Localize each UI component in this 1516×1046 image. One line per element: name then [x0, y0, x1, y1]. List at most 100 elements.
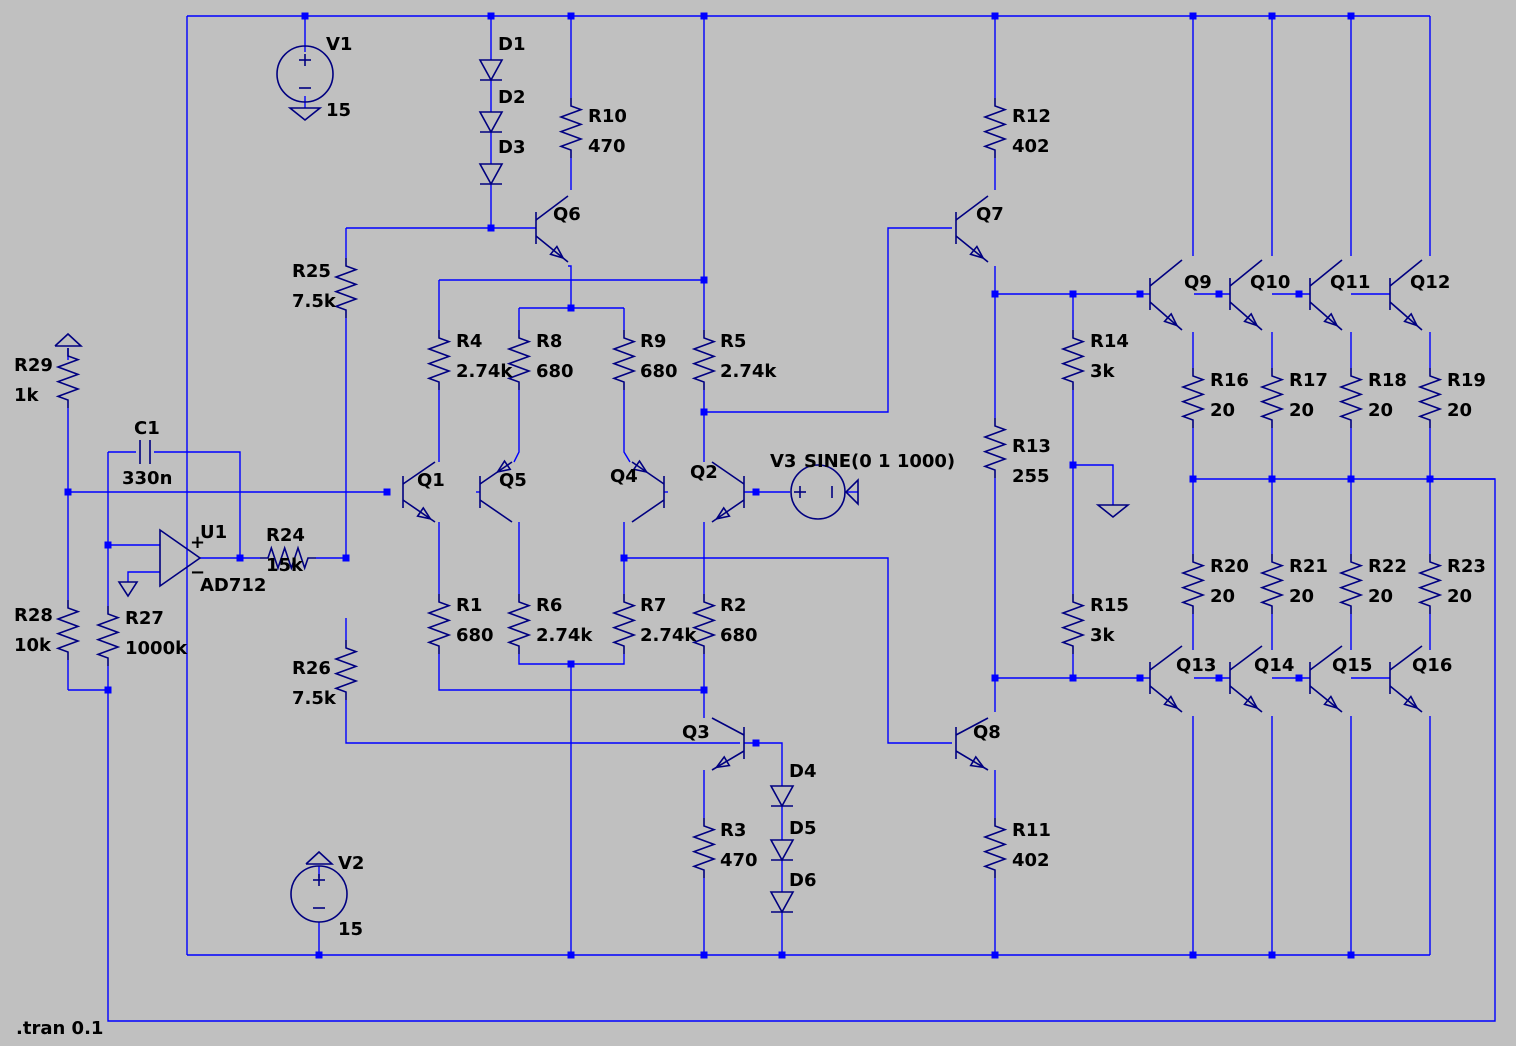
transistor-Q12[interactable] [1389, 259, 1423, 331]
resistor-R16[interactable] [1180, 368, 1206, 428]
resistor-name: R18 [1368, 370, 1407, 391]
resistor-R20[interactable] [1180, 554, 1206, 614]
resistor-value: 20 [1368, 400, 1393, 421]
transistor-Q9[interactable] [1149, 259, 1183, 331]
resistor-R7[interactable] [611, 594, 637, 654]
resistor-name: R11 [1012, 820, 1051, 841]
junction-dot [1295, 674, 1303, 682]
resistor-value: 3k [1090, 625, 1116, 646]
transistor-Q2[interactable] [711, 461, 745, 523]
junction-dot [752, 488, 760, 496]
transistor-Q15[interactable] [1309, 645, 1343, 713]
resistor-value: 20 [1447, 400, 1472, 421]
junction-dot [991, 674, 999, 682]
diode-D4[interactable] [769, 785, 795, 808]
resistor-R9[interactable] [611, 330, 637, 390]
transistor-Q13[interactable] [1149, 645, 1183, 713]
junction-dot [64, 488, 72, 496]
junction-dot [1069, 290, 1077, 298]
resistor-name: R26 [292, 658, 331, 679]
resistor-value: 1k [14, 385, 40, 406]
resistor-R2[interactable] [691, 594, 717, 654]
spice-directive[interactable]: .tran 0.1 [16, 1018, 103, 1039]
resistor-value: 20 [1210, 586, 1235, 607]
resistor-R5[interactable] [691, 330, 717, 390]
resistor-R12[interactable] [982, 98, 1008, 158]
resistor-value: 3k [1090, 361, 1116, 382]
junction-dot [301, 12, 309, 20]
transistor-Q14[interactable] [1229, 645, 1263, 713]
resistor-value: 470 [720, 850, 758, 871]
diode-D2[interactable] [478, 111, 504, 134]
plus-sign-icon: + [190, 532, 205, 553]
resistor-value: 255 [1012, 466, 1050, 487]
transistor-Q1[interactable] [402, 461, 436, 523]
resistor-R28[interactable] [55, 600, 81, 660]
resistor-R13[interactable] [982, 418, 1008, 478]
resistor-R10[interactable] [558, 98, 584, 158]
voltage-source-V3[interactable] [790, 464, 859, 520]
minus-sign-icon: − [190, 562, 205, 583]
transistor-Q4[interactable] [631, 459, 665, 523]
resistor-R11[interactable] [982, 818, 1008, 878]
resistor-R21[interactable] [1259, 554, 1285, 614]
junction-dot [1189, 475, 1197, 483]
capacitor-C1[interactable] [139, 440, 151, 464]
voltage-source-V1[interactable] [276, 45, 334, 103]
resistor-R29[interactable] [55, 348, 81, 408]
capacitor-name: C1 [134, 418, 160, 439]
transistor-Q8[interactable] [955, 717, 989, 771]
resistor-name: R15 [1090, 595, 1129, 616]
resistor-R22[interactable] [1338, 554, 1364, 614]
resistor-R14[interactable] [1060, 330, 1086, 390]
voltage-source-V2[interactable] [290, 865, 348, 923]
transistor-name: Q10 [1250, 272, 1290, 293]
junction-dot [1189, 12, 1197, 20]
resistor-name: R17 [1289, 370, 1328, 391]
transistor-Q11[interactable] [1309, 259, 1343, 331]
transistor-name: Q3 [682, 722, 710, 743]
transistor-name: Q6 [553, 204, 581, 225]
transistor-Q6[interactable] [535, 195, 569, 263]
transistor-name: Q4 [610, 466, 638, 487]
resistor-R18[interactable] [1338, 368, 1364, 428]
diode-name: D6 [789, 870, 816, 891]
resistor-R15[interactable] [1060, 594, 1086, 654]
wire [438, 654, 704, 691]
transistor-name: Q5 [499, 470, 527, 491]
resistor-R25[interactable] [333, 258, 359, 318]
resistor-R3[interactable] [691, 818, 717, 878]
diode-D6[interactable] [769, 891, 795, 914]
resistor-value: 7.5k [292, 291, 337, 312]
transistor-Q3[interactable] [711, 717, 745, 771]
resistor-R4[interactable] [426, 330, 452, 390]
resistor-R19[interactable] [1417, 368, 1443, 428]
resistor-R27[interactable] [95, 606, 121, 666]
diode-D1[interactable] [478, 59, 504, 82]
resistor-R6[interactable] [506, 594, 532, 654]
resistor-R8[interactable] [506, 330, 532, 390]
resistor-value: 2.74k [536, 625, 593, 646]
resistor-name: R22 [1368, 556, 1407, 577]
transistor-Q7[interactable] [955, 195, 989, 263]
resistor-R1[interactable] [426, 594, 452, 654]
transistor-Q5[interactable] [479, 459, 513, 523]
resistor-R17[interactable] [1259, 368, 1285, 428]
diode-D3[interactable] [478, 163, 504, 186]
transistor-Q16[interactable] [1389, 645, 1423, 713]
opamp-U1[interactable]: +− [159, 528, 205, 588]
resistor-R24[interactable] [260, 545, 316, 571]
resistor-value: 20 [1447, 586, 1472, 607]
resistor-name: R7 [640, 595, 666, 616]
wire [623, 390, 631, 463]
transistor-Q10[interactable] [1229, 259, 1263, 331]
junction-dot [1069, 674, 1077, 682]
diode-D5[interactable] [769, 839, 795, 862]
resistor-R26[interactable] [333, 640, 359, 700]
resistor-name: R24 [266, 525, 305, 546]
resistor-R23[interactable] [1417, 554, 1443, 614]
resistor-name: R27 [125, 608, 164, 629]
source-name: V3 [770, 451, 796, 472]
wire [568, 265, 572, 308]
